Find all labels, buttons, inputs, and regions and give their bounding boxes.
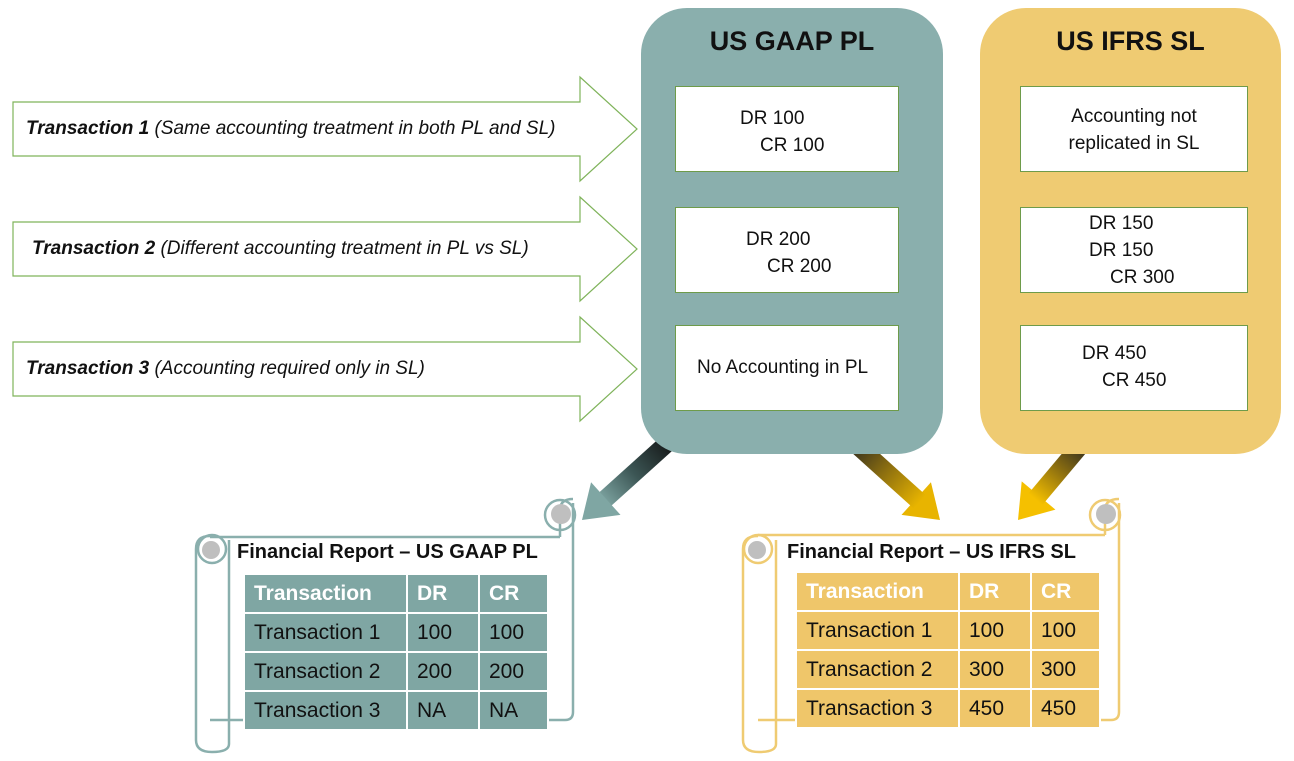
transaction-1-arrow (12, 75, 638, 183)
sl-entry-1-line1: Accounting not (1071, 106, 1197, 127)
table-row: Transaction 3 NA NA (243, 690, 549, 731)
sl-entry-2-credit: CR 300 (1110, 267, 1175, 288)
sl-entry-2-debit-1: DR 150 (1089, 213, 1154, 234)
cell-cr: 100 (1030, 610, 1101, 651)
col-header-dr: DR (406, 573, 480, 614)
transaction-1-label: Transaction 1 (Same accounting treatment… (26, 118, 556, 140)
ifrs-scroll-curl-top (1096, 504, 1116, 524)
ifrs-report-table: Transaction DR CR Transaction 1 100 100 … (795, 571, 1101, 729)
gaap-scroll-curl-left (202, 541, 220, 559)
cell-transaction: Transaction 1 (795, 610, 960, 651)
sl-entry-box-3: DR 450 CR 450 (1020, 325, 1248, 411)
transaction-2-arrow (12, 195, 638, 303)
table-row: Transaction 1 100 100 (243, 612, 549, 653)
cell-transaction: Transaction 1 (243, 612, 408, 653)
cell-cr: NA (478, 690, 549, 731)
transaction-3-desc: (Accounting required only in SL) (154, 358, 425, 379)
col-header-transaction: Transaction (795, 571, 960, 612)
sl-entry-3-debit: DR 450 (1082, 343, 1147, 364)
table-row: Transaction 3 450 450 (795, 688, 1101, 729)
table-row: Transaction 2 200 200 (243, 651, 549, 692)
pl-entry-1-credit: CR 100 (760, 135, 825, 156)
col-header-dr: DR (958, 571, 1032, 612)
table-header-row: Transaction DR CR (243, 573, 549, 614)
ifrs-report-title: Financial Report – US IFRS SL (787, 541, 1076, 563)
pl-entry-2-debit: DR 200 (746, 229, 811, 250)
col-header-transaction: Transaction (243, 573, 408, 614)
cell-transaction: Transaction 2 (795, 649, 960, 690)
pl-entry-3-text: No Accounting in PL (697, 357, 869, 378)
cell-dr: 100 (958, 610, 1032, 651)
sl-entry-3-credit: CR 450 (1102, 370, 1167, 391)
cell-transaction: Transaction 3 (795, 688, 960, 729)
gaap-report-table: Transaction DR CR Transaction 1 100 100 … (243, 573, 549, 731)
gaap-scroll-curl-top (551, 504, 571, 524)
transaction-3-label: Transaction 3 (Accounting required only … (26, 358, 425, 380)
pl-entry-1-debit: DR 100 (740, 108, 805, 129)
sl-entry-1-line2: replicated in SL (1068, 133, 1200, 154)
pl-panel-title: US GAAP PL (709, 26, 875, 56)
cell-cr: 200 (478, 651, 549, 692)
col-header-cr: CR (478, 573, 549, 614)
cell-dr: 300 (958, 649, 1032, 690)
cell-transaction: Transaction 2 (243, 651, 408, 692)
gaap-report-scroll (194, 497, 577, 754)
pl-entry-box-3: No Accounting in PL (675, 325, 899, 411)
transaction-1-desc: (Same accounting treatment in both PL an… (154, 118, 556, 139)
ifrs-report-scroll (741, 497, 1122, 754)
cell-dr: 450 (958, 688, 1032, 729)
sl-panel-title: US IFRS SL (1056, 26, 1205, 56)
cell-dr: NA (406, 690, 480, 731)
pl-entry-2-credit: CR 200 (767, 256, 832, 277)
pl-entry-box-2: DR 200 CR 200 (675, 207, 899, 293)
table-header-row: Transaction DR CR (795, 571, 1101, 612)
cell-dr: 100 (406, 612, 480, 653)
table-row: Transaction 1 100 100 (795, 610, 1101, 651)
sl-entry-2-debit-2: DR 150 (1089, 240, 1154, 261)
ifrs-scroll-curl-left (748, 541, 766, 559)
transaction-1-name: Transaction 1 (26, 118, 150, 139)
pl-to-gaap-report-arrow (582, 431, 679, 520)
sl-entry-box-2: DR 150 DR 150 CR 300 (1020, 207, 1248, 293)
table-row: Transaction 2 300 300 (795, 649, 1101, 690)
transaction-3-name: Transaction 3 (26, 358, 150, 379)
cell-cr: 300 (1030, 649, 1101, 690)
gaap-report-title: Financial Report – US GAAP PL (237, 541, 538, 563)
pl-entry-box-1: DR 100 CR 100 (675, 86, 899, 172)
transaction-2-label: Transaction 2 (Different accounting trea… (32, 238, 529, 260)
col-header-cr: CR (1030, 571, 1101, 612)
cell-dr: 200 (406, 651, 480, 692)
cell-cr: 450 (1030, 688, 1101, 729)
transaction-2-name: Transaction 2 (32, 238, 156, 259)
sl-entry-box-1: Accounting not replicated in SL (1020, 86, 1248, 172)
transaction-2-desc: (Different accounting treatment in PL vs… (160, 238, 529, 259)
cell-transaction: Transaction 3 (243, 690, 408, 731)
cell-cr: 100 (478, 612, 549, 653)
transaction-3-arrow (12, 315, 638, 423)
